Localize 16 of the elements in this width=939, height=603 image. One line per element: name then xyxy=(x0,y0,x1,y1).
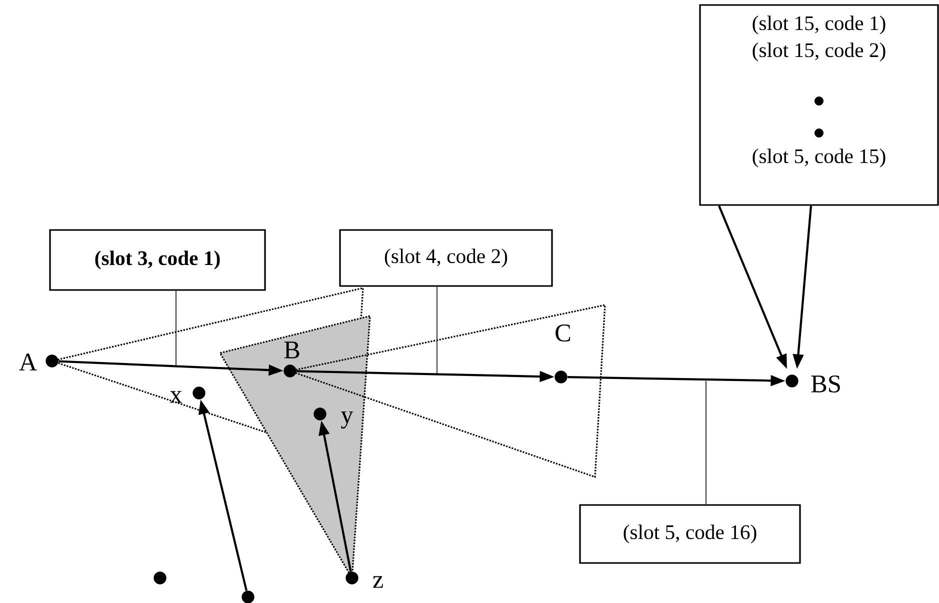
point-label: C xyxy=(556,324,570,342)
point-label: z xyxy=(373,576,383,588)
text-box: (slot 15, code 1) (slot 15, code 2) (slot 5, code 15) xyxy=(699,4,939,206)
text-box: (slot 3, code 1) xyxy=(49,229,266,291)
node-label: (slot 15, code 2) xyxy=(752,42,886,62)
text-box: (slot 5, code 16) xyxy=(579,504,801,564)
point-dot xyxy=(154,572,166,584)
point-label: x xyxy=(170,391,182,403)
point-label: BS xyxy=(811,376,840,392)
point-label: y xyxy=(341,411,354,429)
node-label: (slot 15, code 1) xyxy=(752,16,886,34)
leader-line xyxy=(436,286,438,376)
point-label: A xyxy=(19,354,37,370)
point-label: B xyxy=(284,342,300,358)
text-box: (slot 4, code 2) xyxy=(339,229,553,287)
node-label: (slot 5, code 15) xyxy=(752,148,886,168)
